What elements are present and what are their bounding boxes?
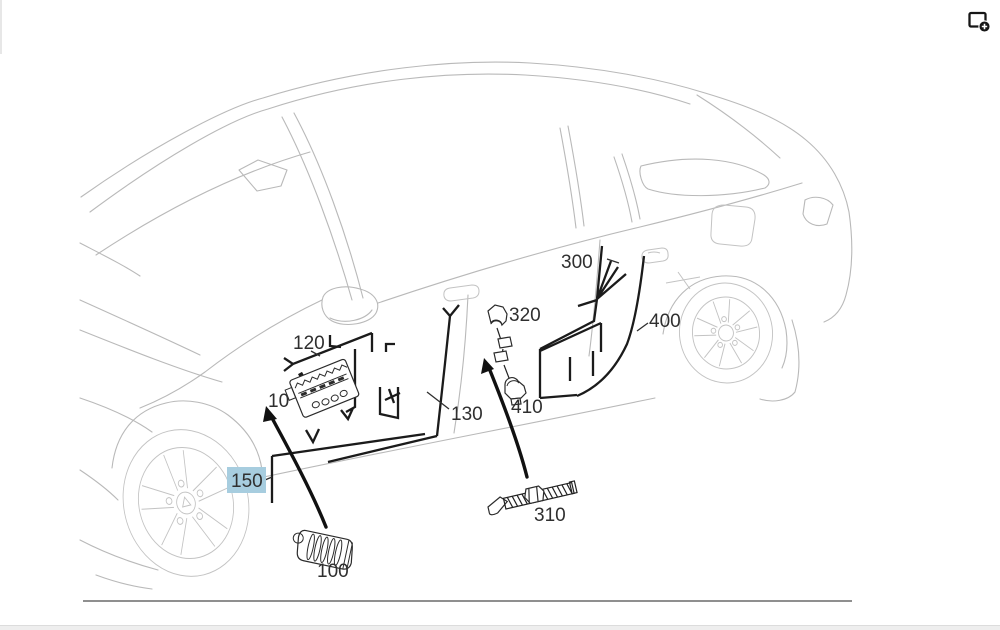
part-callout-130[interactable]: 130 xyxy=(451,404,483,425)
part-callout-150[interactable]: 150 xyxy=(231,471,263,492)
part-callout-10[interactable]: 10 xyxy=(268,391,289,412)
harness-right-run xyxy=(538,298,603,400)
enlarge-view-button[interactable] xyxy=(963,6,995,38)
harness-left-u xyxy=(378,387,401,420)
car-side-mirror xyxy=(321,286,379,325)
harness-left-inner xyxy=(340,349,357,422)
left-edge-line xyxy=(0,0,2,54)
car-beltline xyxy=(377,182,803,304)
harness-connector-bracket-2 xyxy=(384,342,395,352)
part-callout-300[interactable]: 300 xyxy=(561,252,593,273)
part-callout-410[interactable]: 410 xyxy=(511,397,543,418)
part-callouts: 10 100 120 130 150 300 310 320 400 410 xyxy=(227,252,681,582)
car-taillight xyxy=(802,196,834,227)
car-quarter-window xyxy=(639,158,770,197)
part-callout-310[interactable]: 310 xyxy=(534,505,566,526)
car-sunroof-detail xyxy=(238,159,288,192)
footer-divider xyxy=(83,600,852,602)
part-grommet-100 xyxy=(292,529,354,570)
car-body-marker xyxy=(665,271,701,290)
car-c-pillar xyxy=(613,153,641,223)
arrow-from-100 xyxy=(270,416,328,529)
harness-rocker-run xyxy=(270,428,438,503)
part-module-10 xyxy=(284,358,360,418)
car-roofline-outer xyxy=(80,61,850,213)
car-a-pillar xyxy=(281,112,364,301)
callout-leader-lines xyxy=(264,258,649,481)
part-callout-400[interactable]: 400 xyxy=(649,311,681,332)
car-windshield-edge xyxy=(95,151,311,256)
car-rear-wheel xyxy=(678,282,774,384)
car-rocker-line xyxy=(249,397,656,481)
part-callout-320[interactable]: 320 xyxy=(509,305,541,326)
wiring-harness-drawing xyxy=(264,245,649,503)
car-hood-creases xyxy=(79,242,223,383)
harness-connector-bracket-1 xyxy=(328,335,342,349)
car-front-bumper xyxy=(79,469,159,590)
car-front-wheel xyxy=(122,429,250,577)
install-direction-arrows xyxy=(263,358,529,529)
harness-left-top xyxy=(283,331,374,372)
car-rear-door-seam xyxy=(588,239,601,357)
car-rear-edge xyxy=(823,211,853,323)
car-rear-window xyxy=(696,94,781,159)
harness-300-stem xyxy=(577,245,627,308)
part-callout-120[interactable]: 120 xyxy=(293,333,325,354)
car-rear-wheel-arch xyxy=(662,275,788,369)
car-front-wheel-arch xyxy=(111,400,263,471)
part-clip-320 xyxy=(487,304,508,327)
car-b-pillar xyxy=(559,125,585,229)
car-front-door-seam xyxy=(453,294,469,434)
harness-bpillar-branch xyxy=(435,304,460,437)
car-rear-bumper xyxy=(759,319,800,402)
car-rear-door-handle xyxy=(641,247,669,264)
arrow-from-310 xyxy=(487,366,529,479)
part-callout-100[interactable]: 100 xyxy=(317,561,349,582)
part-clip-chain xyxy=(493,327,513,379)
car-front-door-handle xyxy=(443,284,480,302)
part-callout-150-group[interactable]: 150 xyxy=(227,467,266,493)
arrowhead-310 xyxy=(481,358,494,374)
part-callout-150-highlight xyxy=(227,467,266,493)
part-screw-310 xyxy=(487,480,578,516)
harness-400-line xyxy=(576,255,646,398)
car-fuel-cap xyxy=(710,204,756,247)
car-body-drawing xyxy=(79,61,853,590)
bottom-scroll-track xyxy=(0,625,1000,630)
part-clip-410 xyxy=(504,377,527,406)
car-shoulder-line xyxy=(139,299,323,409)
arrowhead-100 xyxy=(263,406,277,422)
car-roofline-inner xyxy=(89,73,691,213)
enlarge-view-icon xyxy=(968,11,991,33)
car-fender-crease xyxy=(79,397,153,433)
